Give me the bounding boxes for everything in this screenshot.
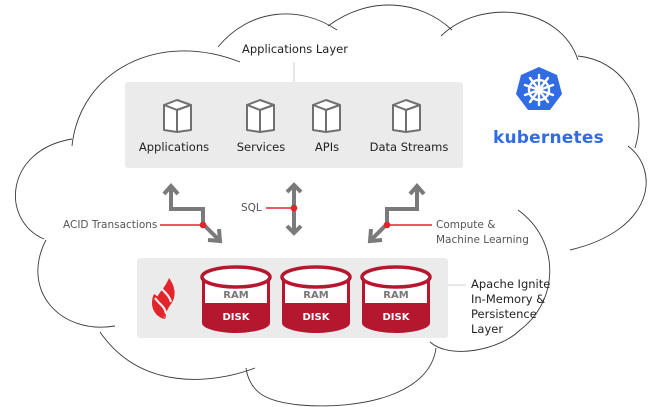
disk-label: DISK — [303, 312, 331, 323]
ignite-title-line: In-Memory & — [471, 292, 546, 306]
app-item-label: Data Streams — [369, 140, 449, 154]
cube-icon — [163, 99, 192, 133]
ignite-title-line: Persistence — [471, 307, 537, 321]
ignite-node: RAM DISK — [200, 265, 272, 333]
acid-arrow-path — [169, 188, 220, 241]
compute-label-line2: Machine Learning — [436, 234, 529, 246]
compute-connector-dot — [383, 221, 391, 229]
cube-icon — [312, 99, 341, 133]
compute-label-line1: Compute & — [436, 219, 496, 231]
ignite-title-line: Layer — [471, 322, 504, 336]
ignite-panel: RAM DISK RAM DISK RAM DISK — [137, 258, 448, 338]
ram-label: RAM — [303, 290, 328, 301]
app-item-label: Applications — [138, 140, 210, 154]
sql-label: SQL — [241, 202, 262, 214]
ignite-title-line: Apache Ignite — [471, 277, 551, 291]
acid-transactions-label: ACID Transactions — [63, 219, 158, 231]
ignite-layer-title: Apache Ignite In-Memory & Persistence La… — [471, 277, 550, 337]
applications-panel: Applications Services APIs Data Streams — [125, 82, 463, 168]
acid-connector-dot — [199, 221, 207, 229]
cube-icon — [246, 99, 275, 133]
sql-connector-dot — [290, 204, 298, 212]
disk-label: DISK — [383, 312, 411, 323]
applications-layer-title: Applications Layer — [242, 42, 348, 56]
disk-label: DISK — [223, 312, 251, 323]
cube-icon — [392, 99, 421, 133]
app-item-label: Services — [236, 140, 286, 154]
ram-label: RAM — [223, 290, 248, 301]
ignite-node: RAM DISK — [360, 265, 432, 333]
ignite-node: RAM DISK — [280, 265, 352, 333]
kubernetes-wordmark: kubernetes — [493, 128, 604, 148]
kubernetes-logo-icon — [516, 67, 562, 110]
apache-ignite-flame-icon — [151, 278, 175, 319]
ram-label: RAM — [383, 290, 408, 301]
app-item-label: APIs — [314, 140, 340, 154]
